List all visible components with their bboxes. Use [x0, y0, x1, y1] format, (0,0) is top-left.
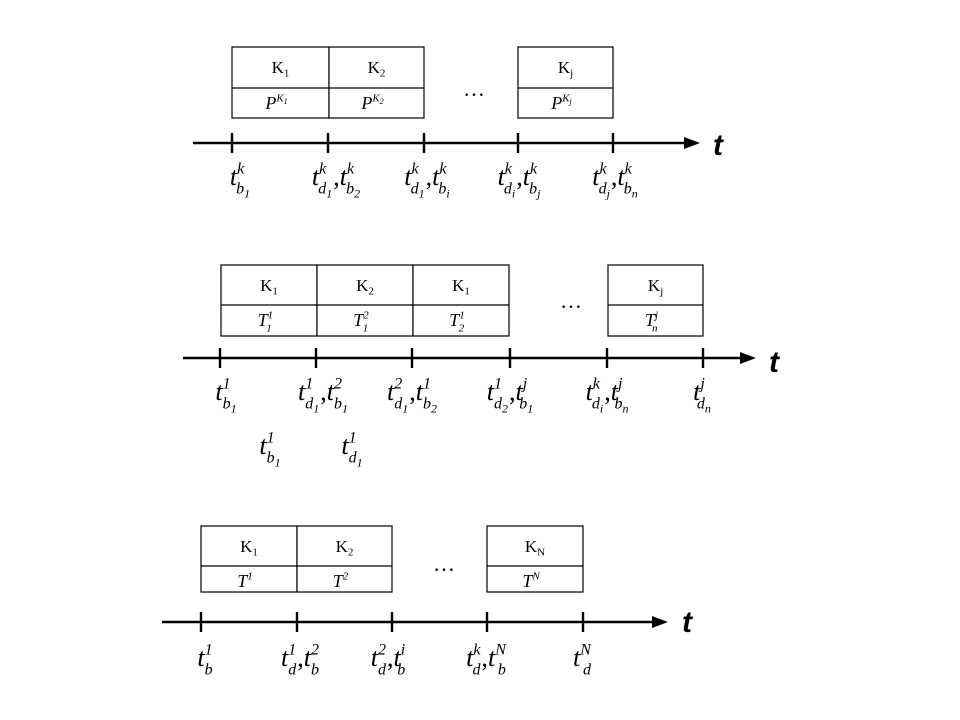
- axis-label: t: [769, 346, 781, 379]
- task-block-frame: [231, 46, 330, 119]
- ellipsis: …: [560, 288, 582, 313]
- task-block-frame: [220, 264, 318, 337]
- task-block-name: K1: [452, 276, 470, 298]
- task-block-frame: [517, 46, 614, 119]
- task-block-frame: [296, 525, 393, 593]
- task-block: KN TN: [486, 525, 584, 593]
- axis-arrowhead: [652, 616, 668, 628]
- axis-label: t: [713, 129, 725, 162]
- task-block-frame: [607, 264, 704, 337]
- task-block-value: T2: [333, 570, 349, 591]
- task-block-name: Kj: [648, 276, 663, 298]
- task-block-frame: [486, 525, 584, 593]
- task-block-value: T1: [237, 570, 253, 591]
- axis-label: t: [682, 606, 694, 639]
- task-block-frame: [316, 264, 414, 337]
- task-block-name: K2: [356, 276, 374, 298]
- task-block-name: K1: [240, 537, 258, 559]
- task-block-frame: [328, 46, 425, 119]
- task-block-value: PK1: [264, 92, 287, 113]
- task-block-name: K2: [336, 537, 354, 559]
- task-block-name: K1: [260, 276, 278, 298]
- task-block-name: Kj: [558, 58, 573, 80]
- axis-arrowhead: [740, 352, 756, 364]
- axis-arrowhead: [684, 137, 700, 149]
- task-block-value: TN: [522, 570, 540, 591]
- task-block-value: PK2: [360, 92, 383, 113]
- ellipsis: …: [433, 551, 455, 576]
- task-block-frame: [412, 264, 510, 337]
- task-block-value: PKj: [550, 92, 572, 113]
- task-block-name: K1: [272, 58, 290, 80]
- task-block-name: KN: [525, 537, 545, 559]
- task-block-name: K2: [368, 58, 386, 80]
- ellipsis: …: [463, 76, 485, 101]
